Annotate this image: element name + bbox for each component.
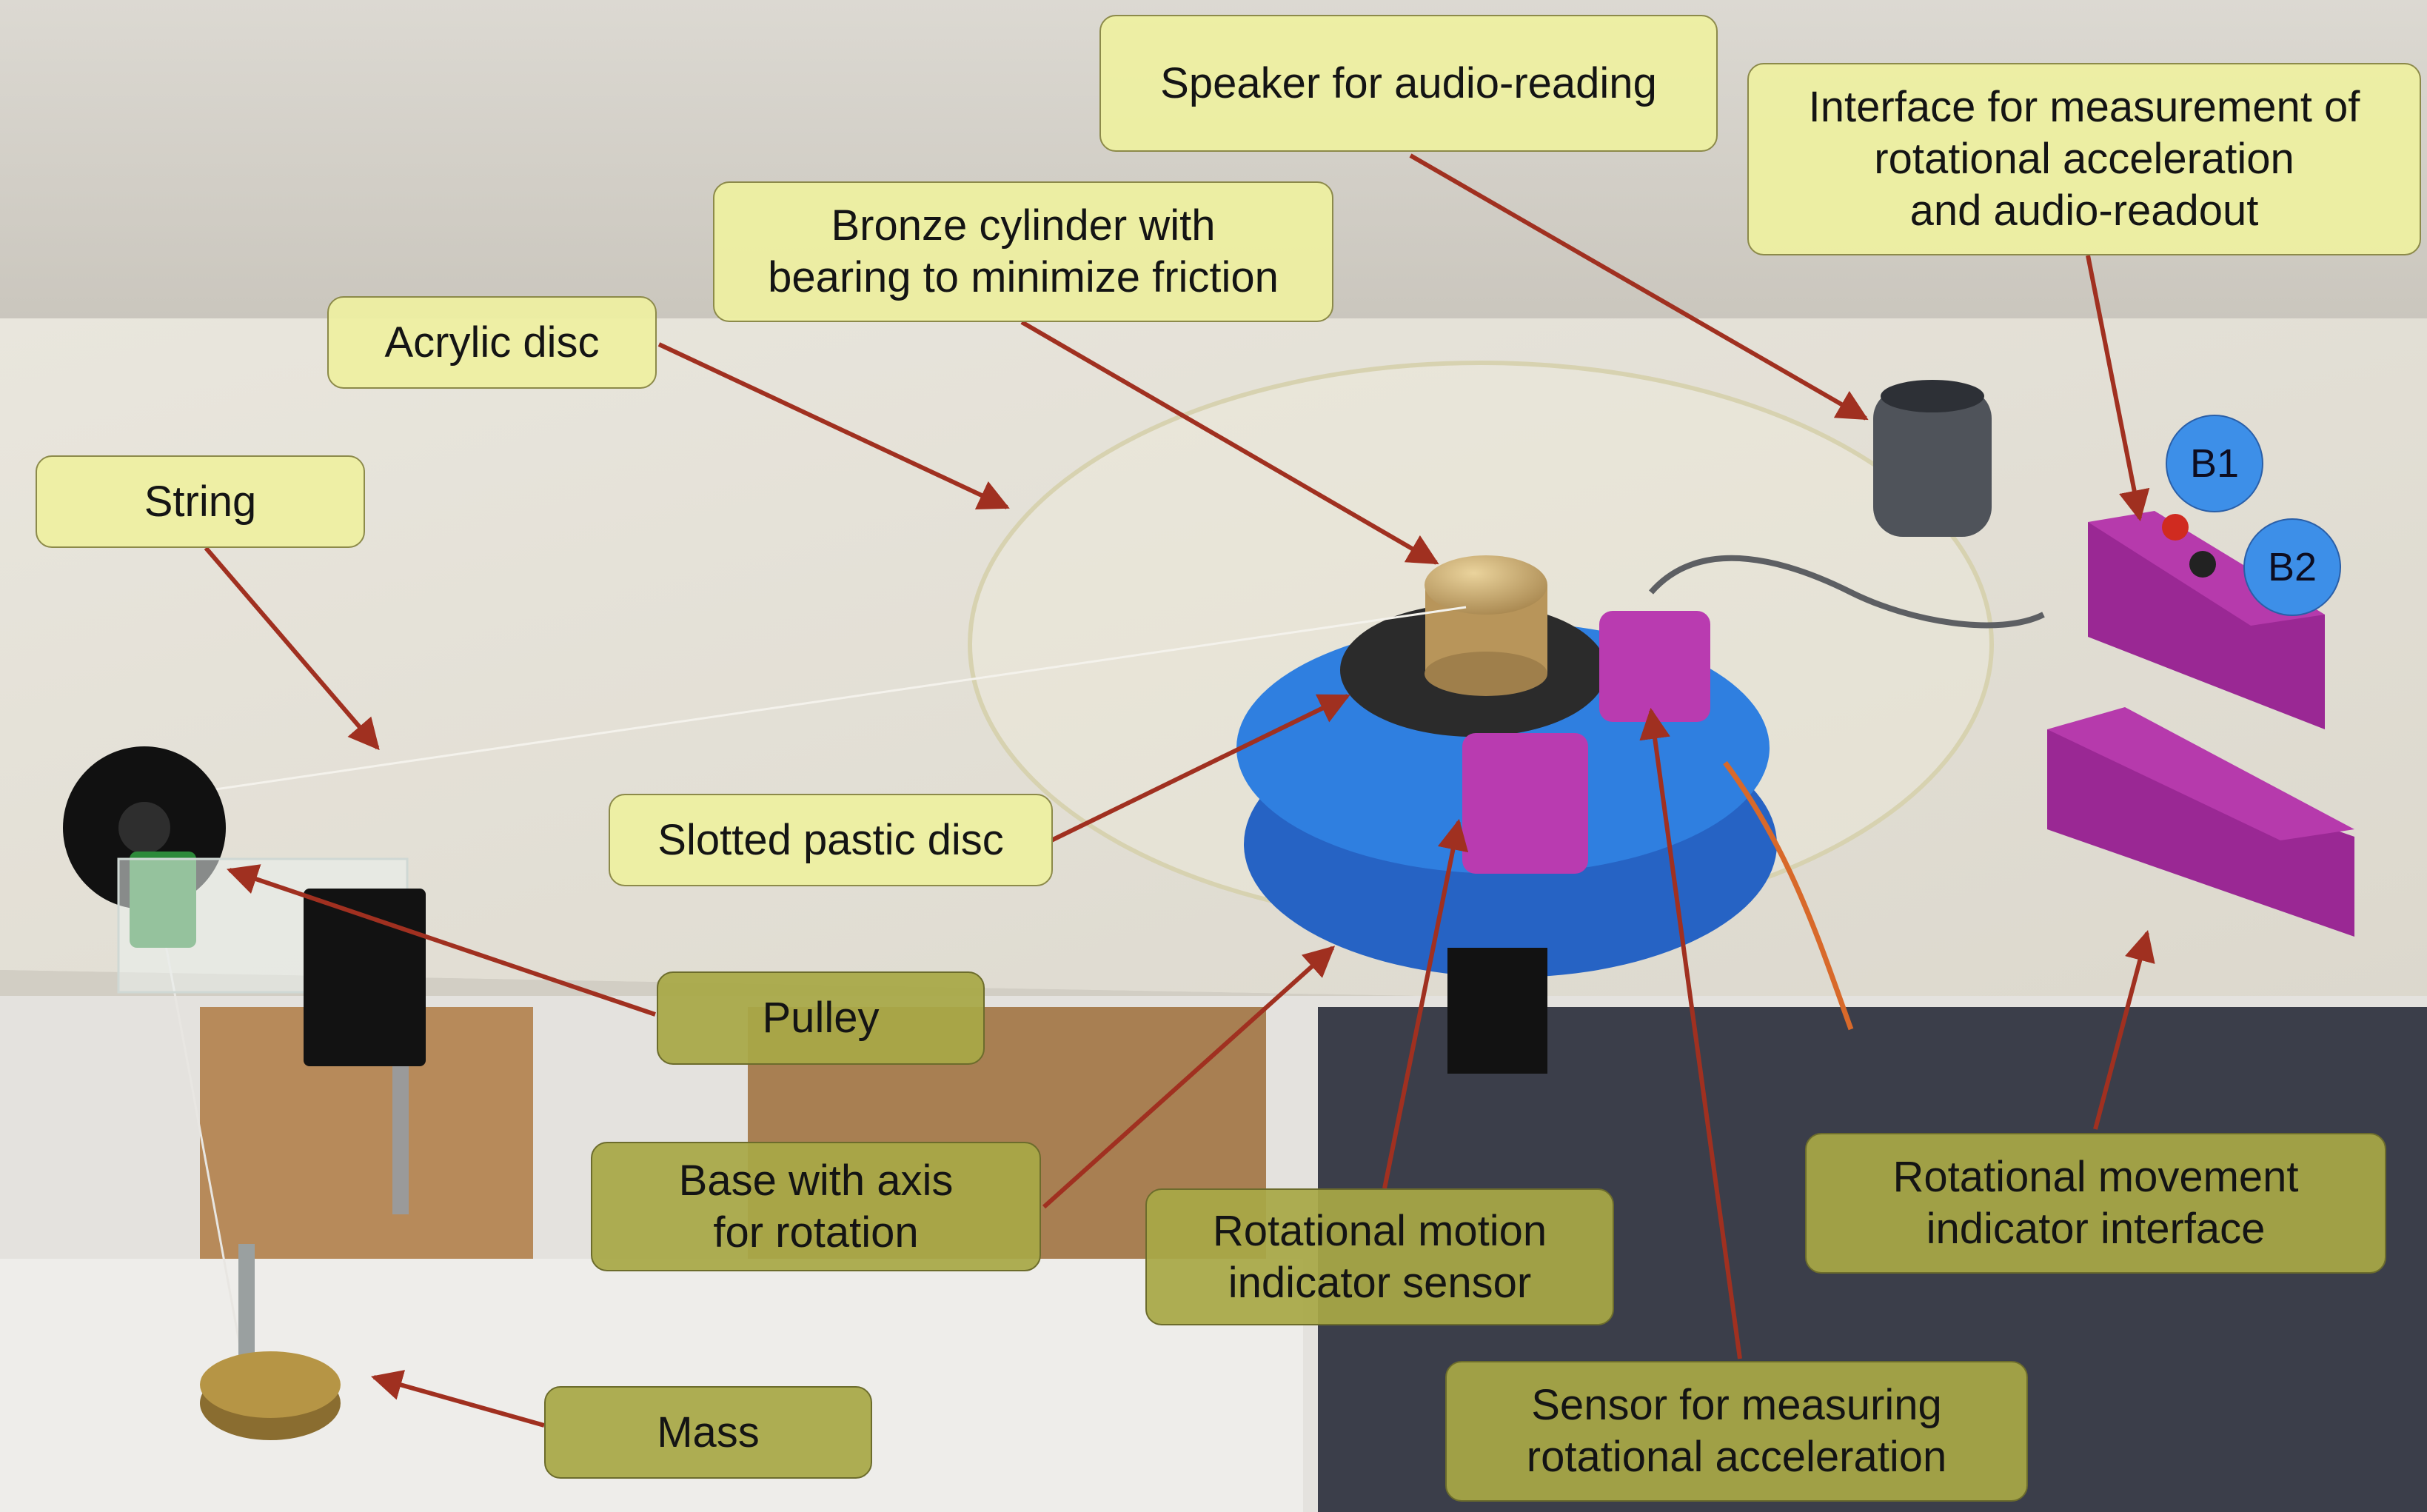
arrow-base bbox=[1042, 946, 1336, 1209]
indicator-interface-box-top bbox=[2047, 707, 2354, 840]
label-slotted-disc: Slotted pastic disc bbox=[609, 794, 1053, 886]
mass-rod bbox=[238, 1244, 255, 1370]
red-button bbox=[2162, 514, 2189, 541]
clamp-center bbox=[1447, 948, 1547, 1074]
speaker bbox=[1873, 389, 1992, 537]
arrow-movement-interface bbox=[2093, 929, 2155, 1130]
label-string: String bbox=[36, 455, 365, 548]
cable-grey bbox=[1648, 555, 2045, 629]
speaker-grille bbox=[1881, 380, 1984, 412]
badge-b1: B1 bbox=[2166, 415, 2263, 512]
cable-orange bbox=[1723, 760, 1854, 1031]
label-interface: Interface for measurement of rotational … bbox=[1747, 63, 2421, 255]
clamp-left-screw bbox=[392, 1066, 409, 1214]
label-bronze-cylinder: Bronze cylinder with bearing to minimize… bbox=[713, 181, 1333, 322]
indicator-interface-box bbox=[2047, 729, 2354, 937]
arrow-mass bbox=[370, 1370, 545, 1428]
label-mass: Mass bbox=[544, 1386, 872, 1479]
arrow-accel-sensor bbox=[1639, 707, 1742, 1359]
string bbox=[144, 606, 1467, 801]
label-motion-sensor: Rotational motion indicator sensor bbox=[1145, 1188, 1614, 1325]
label-acrylic-disc: Acrylic disc bbox=[327, 296, 657, 389]
black-button bbox=[2189, 551, 2216, 578]
label-base: Base with axis for rotation bbox=[591, 1142, 1041, 1271]
bronze-cylinder-top bbox=[1425, 555, 1547, 615]
motion-sensor bbox=[1462, 733, 1588, 874]
accel-sensor bbox=[1599, 611, 1710, 722]
arrow-bronze bbox=[1020, 320, 1439, 565]
arrow-interface bbox=[2086, 255, 2150, 522]
clamp-left bbox=[304, 889, 426, 1066]
arrow-string bbox=[204, 546, 380, 751]
mass-top bbox=[200, 1351, 341, 1418]
label-pulley: Pulley bbox=[657, 971, 985, 1065]
bronze-cylinder-bottom bbox=[1425, 652, 1547, 696]
label-accel-sensor: Sensor for measuring rotational accelera… bbox=[1445, 1361, 2028, 1502]
arrow-pulley bbox=[227, 864, 656, 1017]
label-movement-interface: Rotational movement indicator interface bbox=[1805, 1133, 2386, 1274]
table-top bbox=[0, 318, 2427, 1014]
arrow-slotted bbox=[1050, 694, 1350, 843]
pulley-hub bbox=[118, 802, 170, 854]
badge-b2: B2 bbox=[2243, 518, 2341, 616]
arrow-speaker bbox=[1409, 153, 1869, 421]
label-speaker: Speaker for audio-reading bbox=[1099, 15, 1718, 152]
arrow-acrylic bbox=[657, 342, 1010, 509]
interface-box bbox=[2088, 522, 2325, 729]
arrow-motion-sensor bbox=[1382, 818, 1469, 1189]
